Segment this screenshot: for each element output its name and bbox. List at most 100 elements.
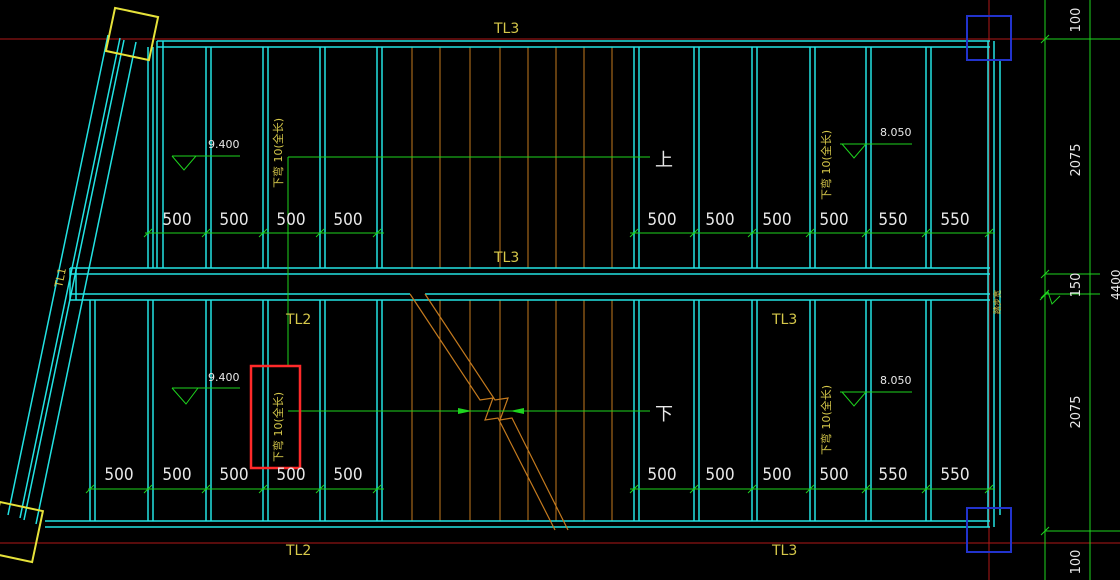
dim-tick	[258, 228, 268, 238]
dim-tick	[372, 228, 382, 238]
arrow-up-label: 上	[655, 150, 673, 171]
elevation-left-upper: 9.400	[208, 138, 240, 151]
dimension-value: 500	[333, 465, 362, 485]
stair-treads	[411, 47, 613, 521]
dim-tick	[201, 228, 211, 238]
side-dimension-value: 100	[1069, 550, 1084, 575]
dimension-value: 500	[705, 465, 734, 485]
beam-label-bottom-right: TL3	[771, 543, 797, 559]
arrow-down-label: 下	[655, 404, 673, 425]
elev-triangle-rl	[841, 391, 868, 407]
dimension-value: 500	[162, 465, 191, 485]
column-top-left	[104, 6, 160, 62]
side-dimension-value: 100	[1069, 8, 1084, 33]
dimension-value: 550	[940, 465, 969, 485]
step-note-lower-left: 下弯 10(全长)	[271, 392, 285, 462]
beam-label-upper-left-lower: TL2	[285, 312, 311, 328]
step-note-upper-left: 下弯 10(全长)	[271, 118, 285, 188]
dimension-value: 550	[940, 210, 969, 230]
diagonal-beam-1	[7, 34, 109, 516]
dimension-value: 500	[819, 465, 848, 485]
elev-triangle-ll	[171, 387, 199, 405]
dim-tick	[805, 228, 815, 238]
dimension-value: 500	[705, 210, 734, 230]
beam-label-middle: TL3	[493, 250, 519, 266]
dimension-value: 500	[819, 210, 848, 230]
dimension-value: 500	[219, 465, 248, 485]
beam-label-bottom-left: TL2	[285, 543, 311, 559]
down-arrow-heads	[458, 408, 524, 414]
cut-line-a	[409, 293, 556, 531]
elev-triangle-ru	[841, 143, 868, 159]
elev-triangle-lu	[171, 155, 198, 171]
step-note-lower-right: 下弯 10(全长)	[819, 385, 833, 455]
dim-tick	[1040, 526, 1050, 536]
dimension-value: 500	[104, 465, 133, 485]
beam-label-diagonal: TL1	[52, 266, 69, 289]
dimension-value: 500	[276, 465, 305, 485]
dim-tick	[861, 228, 871, 238]
dim-tick	[689, 484, 699, 494]
column-bottom-right	[966, 507, 1012, 553]
columns	[0, 6, 1012, 564]
dim-tick	[861, 484, 871, 494]
side-dimension-value: 150	[1069, 273, 1084, 298]
dimension-value: 550	[878, 210, 907, 230]
dimension-texts: 500 500 500 500 500 500 500 500 550 550 500 500 500 5…	[104, 8, 1084, 575]
highlight-box	[249, 364, 302, 470]
column-top-right	[966, 15, 1012, 61]
dim-tick	[315, 484, 325, 494]
dim-tick	[1040, 34, 1050, 44]
dimension-value: 500	[762, 465, 791, 485]
dim-tick	[629, 484, 639, 494]
dimension-value: 500	[276, 210, 305, 230]
dimension-value: 500	[219, 210, 248, 230]
diagonal-beam-3	[23, 39, 125, 521]
dim-tick	[258, 484, 268, 494]
dim-tick	[984, 228, 994, 238]
dimension-ticks	[85, 34, 1050, 536]
side-dimension-value: 2075	[1069, 395, 1084, 428]
side-dimension-value: 2075	[1069, 143, 1084, 176]
dimension-value: 500	[162, 210, 191, 230]
elevation-right-upper: 8.050	[880, 126, 912, 139]
diagonal-beam-4	[35, 41, 137, 525]
dimension-value: 550	[878, 465, 907, 485]
dim-tick	[805, 484, 815, 494]
beam-label-upper-right-lower: TL3	[771, 312, 797, 328]
arrow-head-right	[510, 408, 524, 414]
dim-tick	[747, 228, 757, 238]
dim-tick	[201, 484, 211, 494]
dimension-value: 500	[647, 210, 676, 230]
side-break-mark	[1039, 291, 1061, 305]
dim-tick	[629, 228, 639, 238]
dim-tick	[372, 484, 382, 494]
dim-tick	[143, 484, 153, 494]
stair-outline	[7, 34, 1001, 528]
elevation-left-lower: 9.400	[208, 371, 240, 384]
dim-tick	[143, 228, 153, 238]
beam-label-top: TL3	[493, 21, 519, 37]
cut-line-b	[424, 293, 569, 531]
stair-cut-line	[409, 293, 569, 531]
dimension-value: 500	[647, 465, 676, 485]
dimension-value: 500	[762, 210, 791, 230]
side-vertical-note: 踏步宽	[992, 290, 1002, 314]
dim-tick	[315, 228, 325, 238]
dim-tick	[85, 484, 95, 494]
dim-tick	[921, 228, 931, 238]
step-note-upper-right: 下弯 10(全长)	[819, 130, 833, 200]
dim-tick	[1040, 269, 1050, 279]
dimension-lines	[88, 0, 1120, 580]
side-total-label: 4400	[1109, 269, 1120, 300]
dim-tick	[1040, 289, 1050, 299]
arrow-head-left	[458, 408, 472, 414]
dim-tick	[921, 484, 931, 494]
dimension-value: 500	[333, 210, 362, 230]
dim-tick	[689, 228, 699, 238]
elevation-right-lower: 8.050	[880, 374, 912, 387]
dim-tick	[747, 484, 757, 494]
dim-tick	[984, 484, 994, 494]
